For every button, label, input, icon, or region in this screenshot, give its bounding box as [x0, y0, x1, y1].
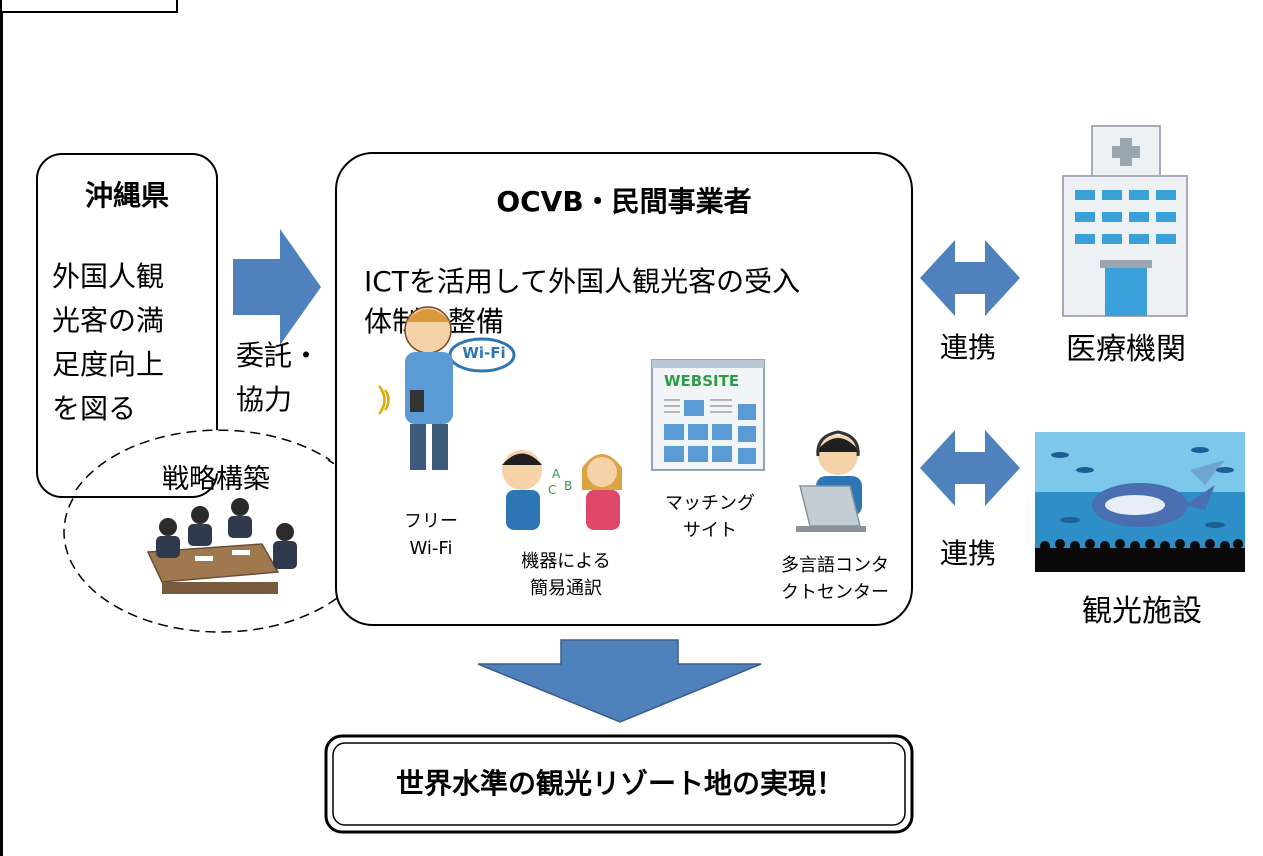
service-label-line: Wi-Fi [409, 538, 453, 559]
goal-box-inner [332, 742, 906, 826]
wifi-bubble-label: Wi-Fi [462, 344, 506, 362]
down-arrow [477, 639, 762, 723]
website-banner-label: WEBSITE [664, 372, 740, 390]
goal-box-outer [324, 734, 914, 834]
link-label-medical: 連携 [940, 331, 997, 364]
ocvb-desc-line: 体制を整備 [364, 305, 505, 338]
service-label-line: 機器による [521, 551, 611, 572]
prefecture-line: を図る [52, 392, 137, 425]
meeting-illustration [146, 498, 297, 594]
prefecture-goal-text: 外国人観 光客の満 足度向上 を図る [52, 255, 212, 431]
institution-tourism: 観光施設 [1082, 594, 1202, 629]
consign-line: 協力 [236, 383, 293, 416]
ocvb-description: ICTを活用して外国人観光客の受入 体制を整備 [364, 262, 884, 342]
prefecture-line: 足度向上 [52, 348, 165, 381]
link-arrow-medical [920, 240, 1020, 316]
goal-text: 世界水準の観光リゾート地の実現！ [395, 767, 844, 800]
prefecture-line: 外国人観 [52, 260, 165, 293]
frame-left-border [0, 0, 3, 856]
corner-tag-box [0, 0, 178, 13]
service-label-line: 多言語コンタ [781, 555, 889, 576]
link-arrow-tourism [920, 430, 1020, 506]
consign-arrow [233, 229, 321, 345]
ocvb-desc-line: ICTを活用して外国人観光客の受入 [364, 265, 801, 298]
institution-medical: 医療機関 [1066, 332, 1186, 367]
link-label-tourism: 連携 [940, 537, 997, 570]
service-label-translation: 機器による 簡易通訳 [512, 548, 620, 602]
service-label-contact-center: 多言語コンタ クトセンター [770, 552, 900, 606]
ocvb-title: OCVB・民間事業者 [496, 185, 752, 218]
service-label-line: マッチング [665, 493, 755, 514]
consign-line: 委託・ [236, 339, 321, 372]
service-label-line: 簡易通訳 [530, 578, 602, 599]
service-label-line: フリー [404, 511, 458, 532]
prefecture-line: 光客の満 [52, 304, 165, 337]
aquarium-image [1035, 432, 1245, 572]
service-label-line: クトセンター [781, 582, 889, 603]
prefecture-title: 沖縄県 [84, 179, 169, 212]
service-label-matching: マッチング サイト [656, 490, 764, 544]
consign-label: 委託・ 協力 [236, 334, 336, 422]
strategy-title: 戦略構築 [162, 464, 270, 495]
service-label-wifi: フリー Wi-Fi [396, 508, 466, 562]
service-label-line: サイト [683, 520, 737, 541]
hospital-icon [1062, 125, 1188, 317]
